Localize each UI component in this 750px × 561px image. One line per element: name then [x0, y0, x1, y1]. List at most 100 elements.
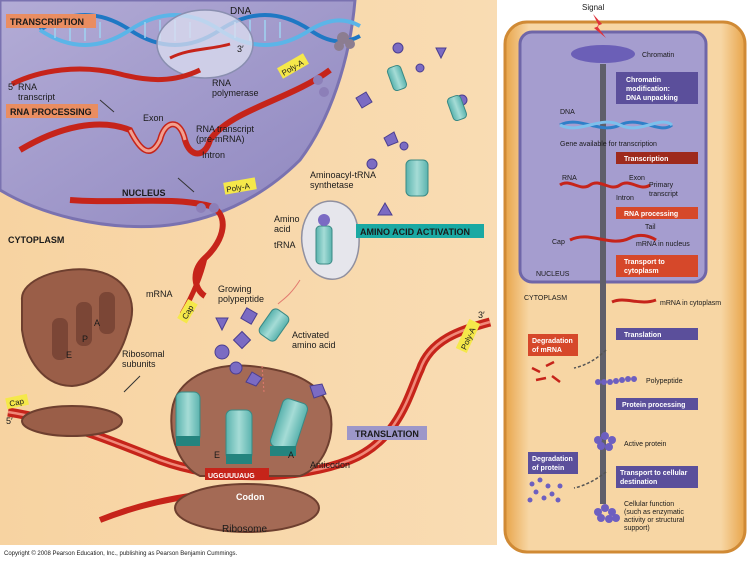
- small-ribosomal-subunit: [21, 405, 123, 437]
- chromatin-label: Chromatin: [642, 52, 674, 59]
- svg-text:Transcription: Transcription: [624, 156, 668, 163]
- gene-available-label: Gene available for transcription: [560, 141, 657, 148]
- right-cytoplasm-label: CYTOPLASM: [524, 295, 567, 302]
- ribosome-site-pockets: [52, 292, 115, 360]
- codon-sequence: UGGUUUAUG: [208, 473, 255, 480]
- exon-loops: [128, 122, 187, 153]
- svg-text:Translation: Translation: [624, 332, 661, 339]
- trna-label: tRNA: [274, 240, 296, 250]
- right-dna-label: DNA: [560, 109, 575, 116]
- svg-text:Transport to: Transport to: [624, 259, 665, 266]
- rna-transcript-label: RNA: [18, 82, 37, 92]
- codon-strip: [205, 468, 269, 480]
- svg-text:Degradation: Degradation: [532, 456, 573, 463]
- svg-text:AMINO ACID ACTIVATION: AMINO ACID ACTIVATION: [360, 227, 470, 237]
- dark-granules: [334, 32, 355, 51]
- protein-fragments: [527, 477, 563, 503]
- step-translation: [616, 328, 698, 340]
- three-prime-right-label: 3′: [478, 310, 485, 320]
- synthetase-label: Aminoacyl-tRNA: [310, 170, 376, 180]
- active-protein-cluster: [594, 432, 616, 451]
- svg-text:RNA PROCESSING: RNA PROCESSING: [10, 107, 92, 117]
- right-rna-label: RNA: [562, 175, 577, 182]
- central-flow-arrow: [600, 64, 606, 504]
- polypeptide-label: Polypeptide: [646, 378, 683, 385]
- site-a-label: A: [94, 318, 100, 328]
- svg-text:Protein processing: Protein processing: [622, 402, 685, 409]
- pre-mrna-label-2: (pre-mRNA): [196, 134, 245, 144]
- right-cap-label: Cap: [552, 239, 565, 246]
- cellular-function-label-4: support): [624, 525, 650, 532]
- free-trnas: [258, 64, 468, 342]
- pre-mrna-label: RNA transcript: [196, 124, 255, 134]
- growing-polypeptide-label: Growing: [218, 284, 252, 294]
- nucleus-region: [0, 0, 357, 229]
- right-primary-label: Primary: [649, 182, 674, 189]
- ribosome-small-subunit: [174, 483, 320, 533]
- copyright-text: Copyright © 2008 Pearson Education, Inc.…: [4, 550, 238, 557]
- step-transport-cytoplasm: [616, 255, 698, 277]
- activated-amino-acid-label: Activated: [292, 330, 329, 340]
- step-degradation-mrna: [528, 334, 578, 356]
- poly-a-tag-2: Poly-A: [223, 177, 257, 195]
- svg-text:TRANSCRIPTION: TRANSCRIPTION: [10, 17, 84, 27]
- badge-translation: TRANSLATION: [347, 426, 427, 440]
- site-e-label: E: [66, 350, 72, 360]
- right-exon-label: Exon: [629, 175, 645, 182]
- rna-polymerase: [156, 9, 254, 79]
- five-prime-bottom-label: 5′: [6, 416, 13, 426]
- badge-amino-acid-activation: AMINO ACID ACTIVATION: [356, 224, 484, 238]
- svg-text:modification:: modification:: [626, 86, 670, 93]
- svg-text:DNA unpacking: DNA unpacking: [626, 95, 678, 102]
- svg-text:destination: destination: [620, 479, 657, 486]
- dna-label: DNA: [230, 6, 251, 17]
- rna-strand-in-polymerase: [169, 42, 231, 60]
- rna-transcript-strand: [10, 66, 202, 87]
- mrna-fragments: [531, 360, 561, 383]
- signal-lightning-icon: [593, 14, 606, 38]
- ribosomal-subunits-label-2: subunits: [122, 359, 156, 369]
- right-intron-label: Intron: [616, 195, 634, 202]
- step-rna-processing: [616, 207, 698, 219]
- site-a2-label: A: [288, 450, 294, 460]
- chromatin-blob: [571, 45, 635, 63]
- cellular-function-cluster: [594, 504, 620, 523]
- rna-polymerase-label: RNA: [212, 78, 231, 88]
- svg-text:RNA processing: RNA processing: [624, 211, 678, 218]
- badge-transcription: TRANSCRIPTION: [6, 14, 96, 28]
- growing-polypeptide-label-2: polypeptide: [218, 294, 264, 304]
- rna-transcript-label-2: transcript: [18, 92, 56, 102]
- amino-acid-label-2: acid: [274, 224, 291, 234]
- cellular-function-label: Cellular function: [624, 501, 674, 508]
- nucleus-label: NUCLEUS: [122, 188, 166, 198]
- flow-arrows-left: [99, 99, 301, 393]
- mrna-exit-strand: [69, 197, 226, 299]
- svg-text:Chromatin: Chromatin: [626, 77, 661, 84]
- svg-text:Poly-A: Poly-A: [226, 181, 251, 194]
- synthetase-label-2: synthetase: [310, 180, 354, 190]
- step-degradation-protein: [528, 452, 578, 474]
- step-protein-processing: [616, 398, 698, 410]
- nuclear-pore: [196, 75, 329, 213]
- cellular-function-label-2: (such as enzymatic: [624, 509, 684, 516]
- amino-acid-label: Amino: [274, 214, 300, 224]
- anticodon-label: Anticodon: [310, 460, 350, 470]
- exon-label: Exon: [143, 113, 164, 123]
- trna-in-ribosome-a: [269, 398, 309, 456]
- trna-in-ribosome-e: [175, 391, 201, 446]
- intron-label: Intron: [202, 150, 225, 160]
- step-chromatin-modification: [616, 72, 698, 104]
- growing-polypeptide: [214, 307, 327, 399]
- svg-text:Transport to cellular: Transport to cellular: [620, 470, 688, 477]
- site-p-label: P: [82, 334, 88, 344]
- activated-amino-acid-label-2: amino acid: [292, 340, 336, 350]
- active-protein-label: Active protein: [624, 441, 667, 448]
- right-tail-label: Tail: [645, 224, 656, 231]
- right-nucleus-label: NUCLEUS: [536, 271, 570, 278]
- trna-in-synthetase: [315, 214, 333, 265]
- trna-in-ribosome-p: [225, 409, 253, 464]
- codon-label: Codon: [236, 492, 265, 502]
- svg-text:Degradation: Degradation: [532, 338, 573, 345]
- svg-text:Cap: Cap: [9, 397, 26, 409]
